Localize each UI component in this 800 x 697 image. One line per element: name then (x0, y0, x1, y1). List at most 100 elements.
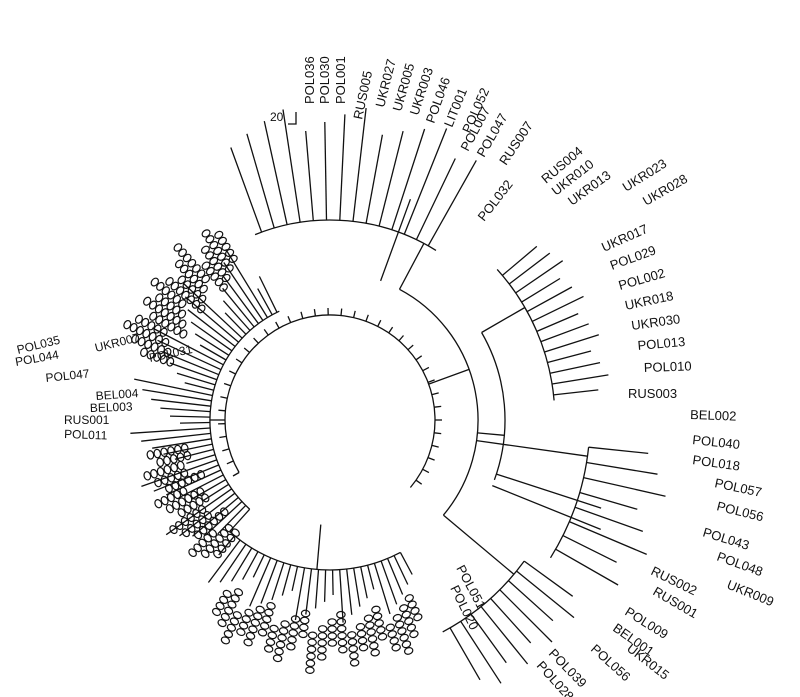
tree-branch (415, 479, 423, 485)
leaf-label: RUS005 (350, 69, 375, 120)
tree-branch (222, 448, 230, 452)
tree-branch (222, 287, 255, 328)
tree-branch (153, 464, 219, 492)
dense-label-glyphs (286, 615, 301, 651)
tree-branch (501, 245, 538, 276)
tree-branch (224, 314, 436, 488)
tree-branch (223, 382, 231, 387)
tree-branch (316, 524, 322, 570)
dense-label-glyphs (131, 334, 172, 358)
tree-branch (398, 335, 404, 342)
tree-branch (176, 372, 216, 386)
dense-label-glyphs (243, 605, 265, 647)
tree-branch (339, 569, 344, 623)
dense-label-glyphs (392, 613, 414, 655)
tree-branch (249, 557, 272, 607)
tree-branch (179, 492, 236, 537)
tree-branch (331, 569, 334, 596)
tree-branch (492, 484, 601, 531)
dense-label-glyphs (272, 620, 290, 663)
dense-label-glyphs (164, 470, 206, 494)
tree-branch (393, 555, 409, 585)
tree-branch (380, 560, 398, 605)
tree-branch (490, 597, 532, 644)
tree-branch (391, 128, 426, 231)
tree-branch (387, 558, 404, 595)
tree-branch (352, 108, 367, 222)
dense-label-glyphs (371, 605, 388, 641)
dense-label-glyphs (173, 243, 211, 284)
tree-branch (378, 130, 404, 227)
tree-branch (222, 300, 251, 331)
tree-branch (141, 432, 211, 442)
dense-label-glyphs (188, 528, 218, 558)
tree-branch (340, 308, 343, 316)
tree-branch (184, 296, 240, 343)
tree-branch (252, 554, 265, 578)
dense-label-glyphs (355, 622, 369, 652)
tree-branch (300, 311, 304, 319)
tree-branch (223, 262, 264, 321)
dense-label-glyphs (200, 245, 231, 283)
dense-label-glyphs (150, 277, 187, 309)
tree-branch (203, 483, 230, 501)
tree-branch (442, 560, 525, 633)
tree-branch (353, 567, 361, 607)
dense-label-glyphs (257, 601, 276, 637)
dense-label-glyphs (201, 229, 234, 273)
leaf-label: POL030 (317, 56, 332, 104)
tree-branch (246, 133, 275, 229)
tree-branch (281, 564, 292, 596)
tree-branch (516, 570, 575, 619)
tree-branch (470, 613, 507, 664)
tree-branch (523, 560, 574, 597)
dense-label-glyphs (385, 623, 401, 652)
tree-branch (230, 547, 253, 582)
tree-branch (152, 438, 212, 449)
scale-bar-line (288, 112, 297, 125)
tree-branch (339, 114, 346, 221)
tree-branch (434, 432, 442, 435)
tree-branch (142, 388, 212, 402)
tree-branch (243, 347, 251, 353)
tree-branch (152, 327, 224, 366)
tree-branch (477, 432, 505, 436)
scale-bar: 20 (270, 110, 297, 125)
tree-branches (130, 108, 666, 684)
dense-label-glyphs (134, 314, 168, 337)
tree-branch (496, 268, 555, 401)
tree-branch (218, 409, 226, 412)
dense-label-glyphs (336, 610, 348, 654)
scale-bar-label: 20 (270, 110, 284, 124)
leaf-label: POL047 (45, 366, 91, 385)
tree-branch (480, 606, 529, 665)
dense-label-glyphs (347, 631, 360, 667)
dense-label-glyphs (327, 618, 338, 647)
tree-branch (553, 389, 599, 396)
tree-branch (388, 326, 394, 334)
tree-branch (569, 521, 647, 555)
leaf-label: POL057 (713, 475, 763, 500)
tree-branch (291, 566, 299, 592)
leaf-label: BEL002 (690, 407, 737, 424)
tree-branch (157, 339, 222, 371)
tree-branch (551, 374, 609, 385)
tree-branch (422, 366, 430, 372)
tree-branch (415, 355, 423, 361)
leaf-label: RUS003 (628, 386, 677, 401)
dense-label-glyphs (146, 443, 189, 460)
tree-branch (179, 421, 211, 424)
tree-branch (428, 368, 470, 385)
tree-branch (163, 351, 220, 376)
leaf-label: POL043 (701, 525, 751, 553)
tree-branch (540, 323, 589, 343)
tree-branch (199, 344, 227, 361)
tree-branch (422, 468, 430, 474)
tree-branch (220, 396, 228, 399)
leaf-label: POL056 (588, 641, 633, 684)
tree-branch (222, 275, 260, 325)
leaf-label: POL001 (333, 56, 348, 104)
tree-branch (305, 130, 314, 221)
tree-branch (427, 160, 477, 247)
tree-branch (442, 514, 515, 575)
